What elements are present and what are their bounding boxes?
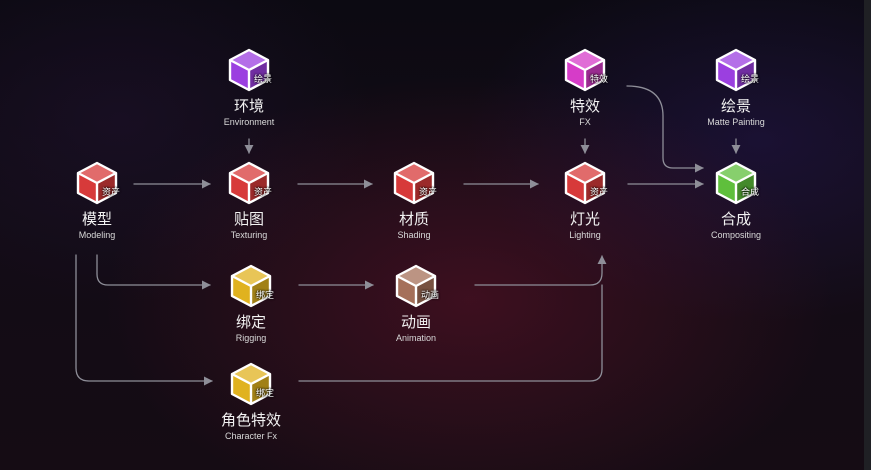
- node-title: 灯光: [569, 210, 600, 228]
- edge-animation-lighting: [474, 255, 607, 286]
- node-badge: 资产: [419, 188, 438, 198]
- cube-outline: [715, 161, 757, 205]
- node-badge: 资产: [254, 188, 273, 198]
- node-subtitle: FX: [579, 117, 591, 127]
- cube-icon: 资产: [227, 160, 273, 206]
- node-badge: 绘景: [254, 75, 273, 85]
- node-shading[interactable]: 资产 材质 Shading: [359, 160, 469, 241]
- cube-icon: 资产: [392, 160, 438, 206]
- node-badge: 合成: [741, 188, 760, 198]
- node-subtitle: Modeling: [78, 230, 116, 240]
- node-modeling[interactable]: 资产 模型 Modeling: [42, 160, 152, 241]
- cube-icon: 绘景: [714, 47, 760, 93]
- cube-outline: [228, 48, 270, 92]
- cube-icon: 资产: [75, 160, 121, 206]
- cube-icon: 绑定: [229, 361, 275, 407]
- node-badge: 动画: [421, 291, 440, 301]
- cube-outline: [228, 161, 270, 205]
- node-title: 绑定: [235, 313, 266, 331]
- edge-modeling-characterfx: [75, 254, 213, 386]
- node-subtitle: Environment: [223, 117, 275, 127]
- node-subtitle: Lighting: [569, 230, 601, 240]
- node-subtitle: Shading: [397, 230, 431, 240]
- node-matte-painting[interactable]: 绘景 绘景 Matte Painting: [681, 47, 791, 128]
- node-badge: 绘景: [741, 75, 760, 85]
- edge-modeling-rigging: [96, 254, 211, 290]
- cube-icon: 合成: [714, 160, 760, 206]
- node-badge: 资产: [590, 188, 609, 198]
- node-rigging[interactable]: 绑定 绑定 Rigging: [196, 263, 306, 344]
- node-title: 模型: [81, 210, 112, 228]
- node-texturing[interactable]: 资产 贴图 Texturing: [194, 160, 304, 241]
- cube-icon: 资产: [563, 160, 609, 206]
- cube-outline: [395, 264, 437, 308]
- node-lighting[interactable]: 资产 灯光 Lighting: [530, 160, 640, 241]
- node-title: 特效: [569, 97, 600, 115]
- node-character-fx[interactable]: 绑定 角色特效 Character Fx: [196, 361, 306, 442]
- node-fx[interactable]: 特效 特效 FX: [530, 47, 640, 128]
- node-compositing[interactable]: 合成 合成 Compositing: [681, 160, 791, 241]
- node-environment[interactable]: 绘景 环境 Environment: [194, 47, 304, 128]
- cube-outline: [230, 362, 272, 406]
- node-subtitle: Character Fx: [224, 431, 277, 441]
- cube-outline: [564, 161, 606, 205]
- node-subtitle: Texturing: [230, 230, 268, 240]
- cube-outline: [393, 161, 435, 205]
- cube-icon: 绘景: [227, 47, 273, 93]
- cube-outline: [76, 161, 118, 205]
- node-badge: 特效: [590, 75, 609, 85]
- node-badge: 绑定: [256, 291, 275, 301]
- node-subtitle: Animation: [395, 333, 437, 343]
- node-title: 贴图: [233, 210, 264, 228]
- cube-icon: 动画: [394, 263, 440, 309]
- right-edge-strip: [864, 0, 871, 470]
- edge-fx-compositing: [626, 85, 704, 173]
- node-title: 环境: [233, 97, 264, 115]
- node-title: 材质: [398, 210, 429, 228]
- node-title: 动画: [400, 313, 431, 331]
- cube-icon: 绑定: [229, 263, 275, 309]
- cube-outline: [230, 264, 272, 308]
- node-title: 角色特效: [220, 411, 281, 429]
- edge-characterfx-lighting: [298, 284, 603, 382]
- node-badge: 绑定: [256, 389, 275, 399]
- node-title: 合成: [720, 210, 751, 228]
- node-subtitle: Compositing: [710, 230, 762, 240]
- node-subtitle: Rigging: [235, 333, 267, 343]
- node-animation[interactable]: 动画 动画 Animation: [361, 263, 471, 344]
- node-title: 绘景: [720, 97, 751, 115]
- cube-icon: 特效: [563, 47, 609, 93]
- node-badge: 资产: [102, 188, 121, 198]
- cube-outline: [715, 48, 757, 92]
- node-subtitle: Matte Painting: [707, 117, 765, 127]
- cube-outline: [564, 48, 606, 92]
